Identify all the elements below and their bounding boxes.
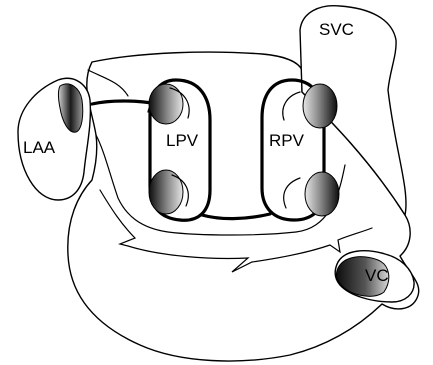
lpv-label: LPV xyxy=(166,131,199,150)
laa-label: LAA xyxy=(23,138,56,157)
rpv-label: RPV xyxy=(269,131,305,150)
ivc-label: VC xyxy=(365,266,389,285)
left-superior-pulmonary-vein xyxy=(149,84,183,124)
svc-label: SVC xyxy=(319,20,354,39)
right-inferior-pulmonary-vein xyxy=(305,172,339,216)
left-inferior-pulmonary-vein xyxy=(149,170,183,214)
right-superior-pulmonary-vein xyxy=(303,84,337,128)
